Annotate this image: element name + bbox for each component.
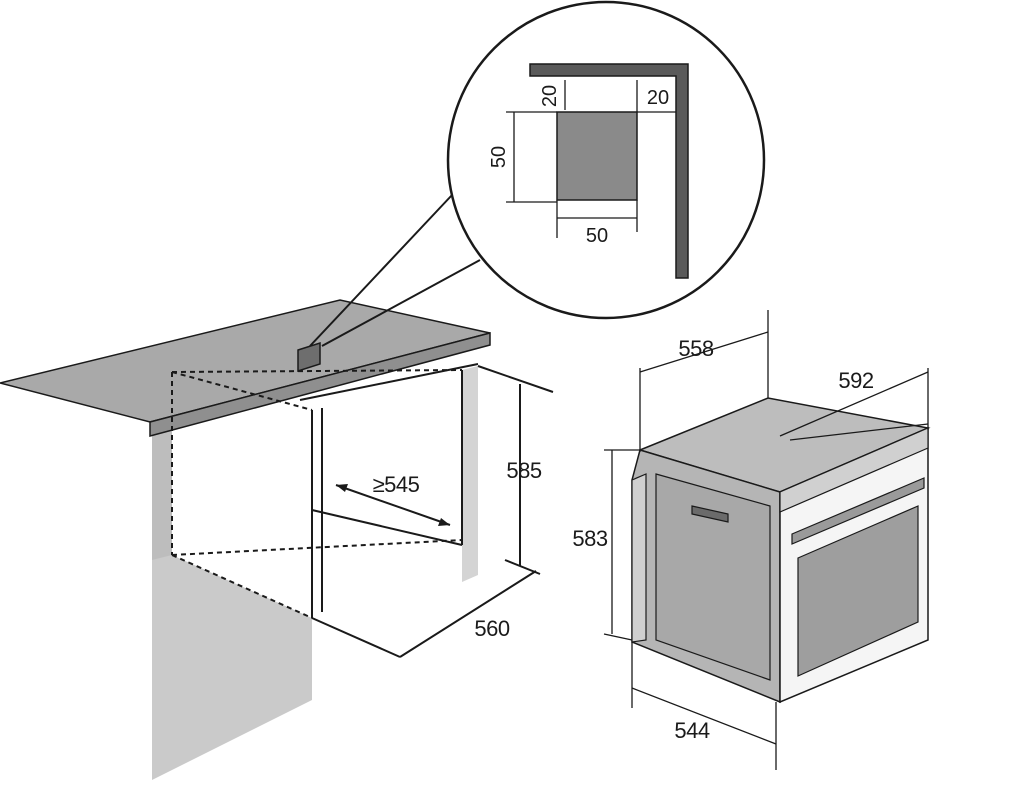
callout-leader-right bbox=[321, 259, 481, 347]
oven-top-front-edge bbox=[789, 423, 929, 441]
detail-right-gap-label: 20 bbox=[647, 87, 669, 109]
oven-depth-dim-line bbox=[639, 331, 769, 373]
oven-side-inner-frame bbox=[655, 473, 771, 681]
detail-corner-profile bbox=[529, 63, 689, 279]
oven-door-handle bbox=[791, 477, 925, 545]
cabinet-illustration bbox=[0, 299, 554, 780]
cabinet-back-shade bbox=[462, 366, 478, 582]
countertop-cutout-square bbox=[297, 341, 321, 373]
detail-left-gap-label: 20 bbox=[539, 85, 561, 107]
oven-left-edge-strip bbox=[631, 473, 647, 643]
oven-width-dim-line bbox=[779, 371, 929, 437]
detail-height-label: 50 bbox=[488, 146, 510, 168]
callout-leader-left bbox=[309, 194, 453, 347]
niche-top-left-edge bbox=[171, 371, 313, 411]
detail-cutout-square bbox=[556, 111, 638, 201]
oven-body-width-dim-line bbox=[631, 687, 777, 745]
oven-control-strip bbox=[779, 427, 929, 513]
niche-depth-label: ≥545 bbox=[373, 472, 420, 497]
niche-bottom-left-edge bbox=[171, 554, 313, 619]
niche-top-rail bbox=[299, 363, 479, 401]
niche-floor-back-edge bbox=[311, 509, 463, 546]
niche-width-dim-line bbox=[399, 570, 537, 658]
niche-depth-arrowhead-b bbox=[438, 518, 450, 526]
niche-back-top-edge bbox=[171, 369, 463, 373]
oven-door-window bbox=[797, 505, 919, 677]
detail-callout bbox=[309, 0, 766, 347]
oven-illustration bbox=[603, 310, 931, 770]
niche-depth-arrowhead-a bbox=[336, 484, 348, 492]
niche-bottom-front-edge bbox=[311, 617, 401, 658]
niche-height-label: 585 bbox=[506, 458, 541, 483]
niche-width-label: 560 bbox=[474, 616, 509, 641]
niche-depth-arrow bbox=[335, 484, 451, 526]
oven-height-label: 583 bbox=[572, 526, 607, 551]
oven-width-label: 592 bbox=[838, 368, 873, 393]
oven-height-ext-bottom bbox=[603, 633, 633, 641]
oven-side-handle-slot bbox=[691, 505, 729, 523]
detail-width-label: 50 bbox=[586, 225, 608, 247]
oven-body-width-label: 544 bbox=[674, 718, 709, 743]
niche-height-ext-top bbox=[477, 365, 554, 393]
cabinet-left-wall bbox=[152, 420, 172, 560]
oven-depth-label: 558 bbox=[678, 336, 713, 361]
cabinet-side-panel bbox=[152, 420, 312, 780]
niche-bottom-back-edge bbox=[171, 539, 463, 556]
countertop-edge bbox=[149, 332, 491, 437]
